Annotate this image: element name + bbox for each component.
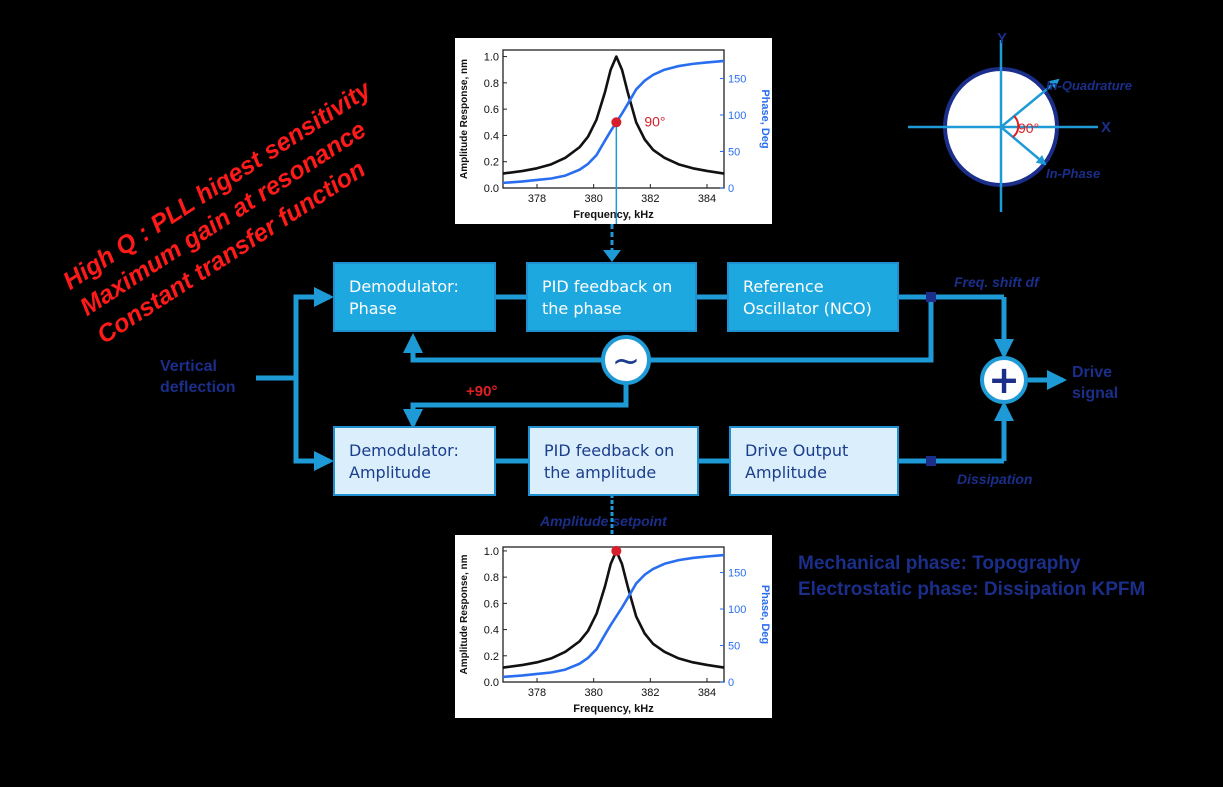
y-axis-label: Amplitude Response, nm [459, 554, 470, 674]
y2-axis-label: Phase, Deg [759, 89, 771, 148]
phasor-angle-arc [1012, 115, 1020, 138]
wire-osc-to-amp-demod [403, 384, 629, 429]
vertical-deflection-line1: Vertical [160, 358, 217, 375]
pid-phase-line1: PID feedback on [542, 277, 673, 296]
amplitude-curve [502, 55, 725, 175]
wire-osc-to-phase-demod [403, 333, 602, 363]
y-tick-label: 0.8 [484, 78, 499, 90]
info-electrostatic-phase: Electrostatic phase: Dissipation KPFM [798, 579, 1146, 600]
demodulator-phase-block: Demodulator: Phase [333, 262, 496, 332]
y-tick-label: 0.2 [484, 157, 499, 169]
phasor-y-label: Y [997, 30, 1007, 47]
y2-tick-label: 150 [728, 568, 746, 580]
phase-plot-svg: 378 380 382 384 0.0 0.2 0.4 0.6 0.8 1.0 0 50 100 150F… [459, 49, 771, 224]
y2-tick-label: 150 [728, 73, 746, 85]
resonance-marker-label: 90° [644, 113, 665, 129]
phase-curve [502, 553, 725, 679]
junction-freq [926, 292, 936, 302]
phasor-x-label: X [1101, 119, 1111, 136]
dissipation-label: Dissipation [957, 471, 1033, 487]
drive-output-block: Drive Output Amplitude [729, 426, 899, 496]
pid-amp-line2: the amplitude [544, 463, 657, 482]
drive-signal-line1: Drive [1072, 364, 1113, 381]
oscillator-circle [601, 335, 651, 385]
y-tick-label: 0.2 [484, 651, 499, 663]
y2-tick-label: 0 [728, 183, 734, 195]
y2-axis-label: Phase, Deg [759, 585, 771, 644]
amplitude-setpoint-label: Amplitude setpoint [540, 513, 667, 529]
y2-tick-label: 50 [728, 641, 740, 653]
drive-signal-line2: signal [1072, 385, 1119, 402]
y2-tick-label: 100 [728, 604, 746, 616]
y-tick-label: 0.4 [484, 130, 499, 142]
x-tick-label: 384 [698, 687, 716, 699]
vertical-deflection-label: Vertical deflection [160, 356, 236, 398]
y-axis-label: Amplitude Response, nm [459, 59, 470, 179]
wire-to-amp-demod [293, 378, 334, 471]
x-axis-label: Frequency, kHz [573, 209, 654, 221]
demodulator-amplitude-block: Demodulator: Amplitude [333, 426, 496, 496]
x-tick-label: 384 [698, 193, 716, 205]
x-tick-label: 380 [584, 193, 602, 205]
wire-nco-to-osc [650, 297, 934, 363]
reference-oscillator-block: Reference Oscillator (NCO) [727, 262, 899, 332]
x-tick-label: 382 [641, 687, 659, 699]
in-quadrature-label: In-Quadrature [1046, 78, 1132, 93]
y-tick-label: 1.0 [484, 546, 499, 558]
pid-amplitude-block: PID feedback on the amplitude [528, 426, 699, 496]
drive-signal-label: Drive signal [1072, 362, 1118, 404]
pid-phase-line2: the phase [542, 299, 622, 318]
y-tick-label: 0.6 [484, 598, 499, 610]
y-tick-label: 0.4 [484, 625, 499, 637]
in-phase-vector [1000, 126, 1047, 166]
wire-to-phase-demod [293, 287, 334, 378]
x-tick-label: 378 [528, 687, 546, 699]
plus-90-label: +90° [466, 383, 498, 400]
phasor-angle-label: 90° [1018, 120, 1039, 136]
vertical-deflection-line2: deflection [160, 379, 236, 396]
ref-osc-line2: Oscillator (NCO) [743, 299, 872, 318]
phasor-diagram: Y X In-Quadrature In-Phase 90° [908, 30, 1132, 212]
resonance-marker [611, 117, 622, 128]
pid-phase-block: PID feedback on the phase [526, 262, 697, 332]
y-tick-label: 0.8 [484, 572, 499, 584]
in-phase-label: In-Phase [1046, 166, 1100, 181]
demod-phase-line1: Demodulator: [349, 277, 459, 296]
plot-frame [502, 49, 725, 189]
y-tick-label: 0.6 [484, 104, 499, 116]
resonance-marker [611, 545, 622, 556]
demod-phase-line2: Phase [349, 299, 397, 318]
drive-out-line1: Drive Output [745, 441, 849, 460]
freq-shift-label: Freq. shift df [954, 274, 1039, 290]
junction-diss [926, 456, 936, 466]
y2-tick-label: 0 [728, 677, 734, 689]
demod-amp-line1: Demodulator: [349, 441, 459, 460]
x-tick-label: 382 [641, 193, 659, 205]
x-tick-label: 380 [584, 687, 602, 699]
y-tick-label: 0.0 [484, 183, 499, 195]
sum-junction [980, 356, 1028, 404]
ref-osc-line1: Reference [743, 277, 824, 296]
in-quadrature-vector [1000, 78, 1060, 128]
x-axis-label: Frequency, kHz [573, 703, 654, 715]
drive-out-line2: Amplitude [745, 463, 827, 482]
pid-amp-line1: PID feedback on [544, 441, 675, 460]
y2-tick-label: 100 [728, 110, 746, 122]
demod-amp-line2: Amplitude [349, 463, 431, 482]
phase-plot-arrowhead [603, 250, 621, 262]
y-tick-label: 1.0 [484, 52, 499, 64]
amplitude-plot-svg: 378 380 382 384 0.0 0.2 0.4 0.6 0.8 1.0 0 50 100 150F… [459, 545, 771, 715]
x-tick-label: 378 [528, 193, 546, 205]
sum-symbol: + [988, 358, 1020, 402]
y-tick-label: 0.0 [484, 677, 499, 689]
info-mechanical-phase: Mechanical phase: Topography [798, 553, 1081, 574]
oscillator-symbol: ~ [612, 341, 641, 381]
y2-tick-label: 50 [728, 146, 740, 158]
